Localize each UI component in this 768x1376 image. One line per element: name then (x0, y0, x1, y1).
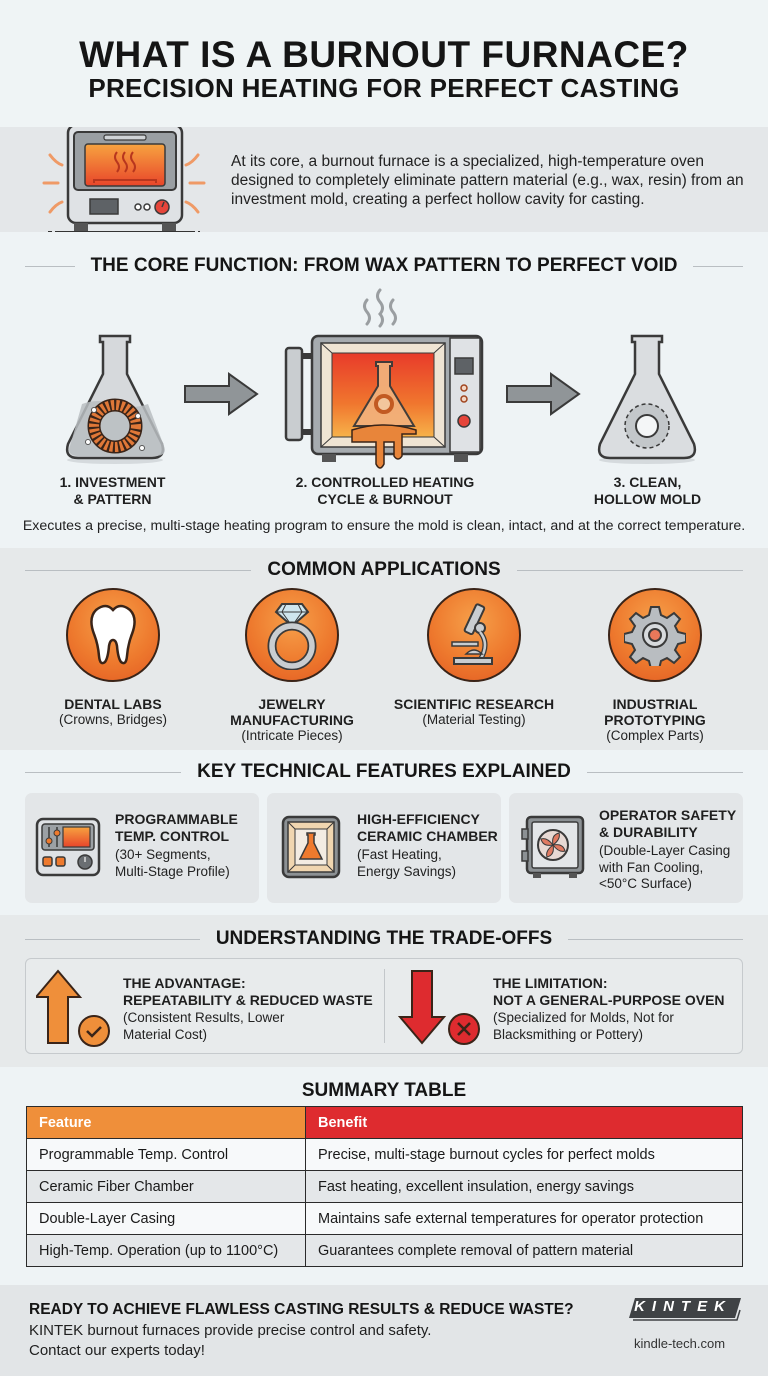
safe-fan-casing-icon (521, 815, 585, 878)
divider (384, 969, 385, 1043)
divider (25, 771, 182, 773)
furnace-burnout-icon (284, 288, 484, 469)
tradeoffs-box: THE ADVANTAGE: REPEATABILITY & REDUCED W… (25, 958, 743, 1054)
summary-heading: SUMMARY TABLE (301, 1080, 467, 1101)
ceramic-chamber-icon (281, 815, 341, 879)
footer-cta: READY TO ACHIEVE FLAWLESS CASTING RESULT… (0, 1285, 768, 1376)
section-heading-core: THE CORE FUNCTION: FROM WAX PATTERN TO P… (25, 254, 744, 278)
divider (586, 771, 743, 773)
section-heading-features: KEY TECHNICAL FEATURES EXPLAINED (25, 760, 743, 784)
feature-title: PROGRAMMABLE TEMP. CONTROL (115, 811, 238, 844)
furnace-oven-icon (42, 127, 206, 233)
limitation-description: (Specialized for Molds, Not for Blacksmi… (493, 1010, 674, 1042)
features-section: KEY TECHNICAL FEATURES EXPLAINED PROGRAM… (0, 750, 768, 915)
application-scientific-research: SCIENTIFIC RESEARCH (Material Testing) (389, 588, 559, 728)
table-row: Programmable Temp. Control Precise, mult… (26, 1138, 743, 1171)
advantage-title: THE ADVANTAGE: REPEATABILITY & REDUCED W… (123, 975, 373, 1008)
website-link[interactable]: kindle-tech.com (634, 1336, 726, 1351)
step-2-label: 2. CONTROLLED HEATING CYCLE & BURNOUT (295, 474, 475, 507)
divider (25, 569, 252, 571)
section-heading-tradeoffs: UNDERSTANDING THE TRADE-OFFS (25, 927, 744, 951)
applications-section: COMMON APPLICATIONS DENTAL LABS (Crowns,… (0, 548, 768, 750)
cta-line-2: Contact our experts today! (29, 1342, 205, 1359)
arrow-right-icon (506, 372, 581, 416)
application-jewelry: JEWELRY MANUFACTURING (Intricate Pieces) (207, 588, 377, 744)
feature-card-programmable: PROGRAMMABLE TEMP. CONTROL (30+ Segments… (25, 793, 259, 903)
advantage-description: (Consistent Results, Lower Material Cost… (123, 1010, 285, 1042)
tradeoffs-section: UNDERSTANDING THE TRADE-OFFS THE ADVANTA… (0, 915, 768, 1067)
hollow-mold-flask-icon (597, 334, 697, 464)
divider (25, 938, 200, 940)
feature-description: (30+ Segments, Multi-Stage Profile) (115, 847, 230, 879)
control-panel-icon (35, 817, 101, 877)
application-industrial-prototyping: INDUSTRIAL PROTOTYPING (Complex Parts) (570, 588, 740, 744)
column-header-feature: Feature (26, 1106, 306, 1139)
feature-title: OPERATOR SAFETY & DURABILITY (599, 807, 737, 840)
step-1-label: 1. INVESTMENT & PATTERN (59, 474, 166, 507)
page-title: WHAT IS A BURNOUT FURNACE? (79, 34, 689, 75)
arrow-right-icon (184, 372, 259, 416)
cta-headline: READY TO ACHIEVE FLAWLESS CASTING RESULT… (29, 1301, 574, 1318)
feature-description: (Fast Heating, Energy Savings) (357, 847, 457, 879)
table-row: High-Temp. Operation (up to 1100°C) Guar… (26, 1234, 743, 1267)
core-function-section: THE CORE FUNCTION: FROM WAX PATTERN TO P… (0, 232, 768, 548)
divider (568, 938, 744, 940)
table-row: Ceramic Fiber Chamber Fast heating, exce… (26, 1170, 743, 1203)
tooth-icon (66, 588, 160, 682)
divider (693, 265, 744, 267)
feature-card-ceramic-chamber: HIGH-EFFICIENCY CERAMIC CHAMBER (Fast He… (267, 793, 501, 903)
arrow-up-check-icon (36, 969, 110, 1047)
feature-description: (Double-Layer Casing with Fan Cooling, <… (599, 843, 731, 891)
intro-band: At its core, a burnout furnace is a spec… (0, 127, 768, 233)
divider (516, 569, 743, 571)
column-header-benefit: Benefit (305, 1106, 743, 1139)
gear-icon (608, 588, 702, 682)
kintek-logo (629, 1298, 741, 1321)
microscope-icon (427, 588, 521, 682)
summary-section: SUMMARY TABLE Feature Benefit Programmab… (0, 1067, 768, 1285)
header: WHAT IS A BURNOUT FURNACE? PRECISION HEA… (0, 0, 768, 127)
core-caption: Executes a precise, multi-stage heating … (22, 518, 746, 534)
logo-text: KINTEK (634, 1298, 732, 1315)
flask-with-wax-pattern-icon (65, 334, 165, 464)
divider (25, 265, 75, 267)
cta-line-1: KINTEK burnout furnaces provide precise … (29, 1322, 432, 1339)
limitation-title: THE LIMITATION: NOT A GENERAL-PURPOSE OV… (493, 975, 725, 1008)
arrow-down-x-icon (398, 970, 480, 1045)
step-3-label: 3. CLEAN, HOLLOW MOLD (593, 474, 702, 507)
diamond-ring-icon (245, 588, 339, 682)
application-dental-labs: DENTAL LABS (Crowns, Bridges) (28, 588, 198, 728)
feature-title: HIGH-EFFICIENCY CERAMIC CHAMBER (357, 811, 498, 844)
table-row: Double-Layer Casing Maintains safe exter… (26, 1202, 743, 1235)
summary-table: Feature Benefit Programmable Temp. Contr… (26, 1106, 743, 1267)
intro-description: At its core, a burnout furnace is a spec… (231, 153, 744, 208)
feature-card-operator-safety: OPERATOR SAFETY & DURABILITY (Double-Lay… (509, 793, 743, 903)
section-heading-applications: COMMON APPLICATIONS (25, 558, 743, 582)
page-subtitle: PRECISION HEATING FOR PERFECT CASTING (88, 73, 680, 103)
